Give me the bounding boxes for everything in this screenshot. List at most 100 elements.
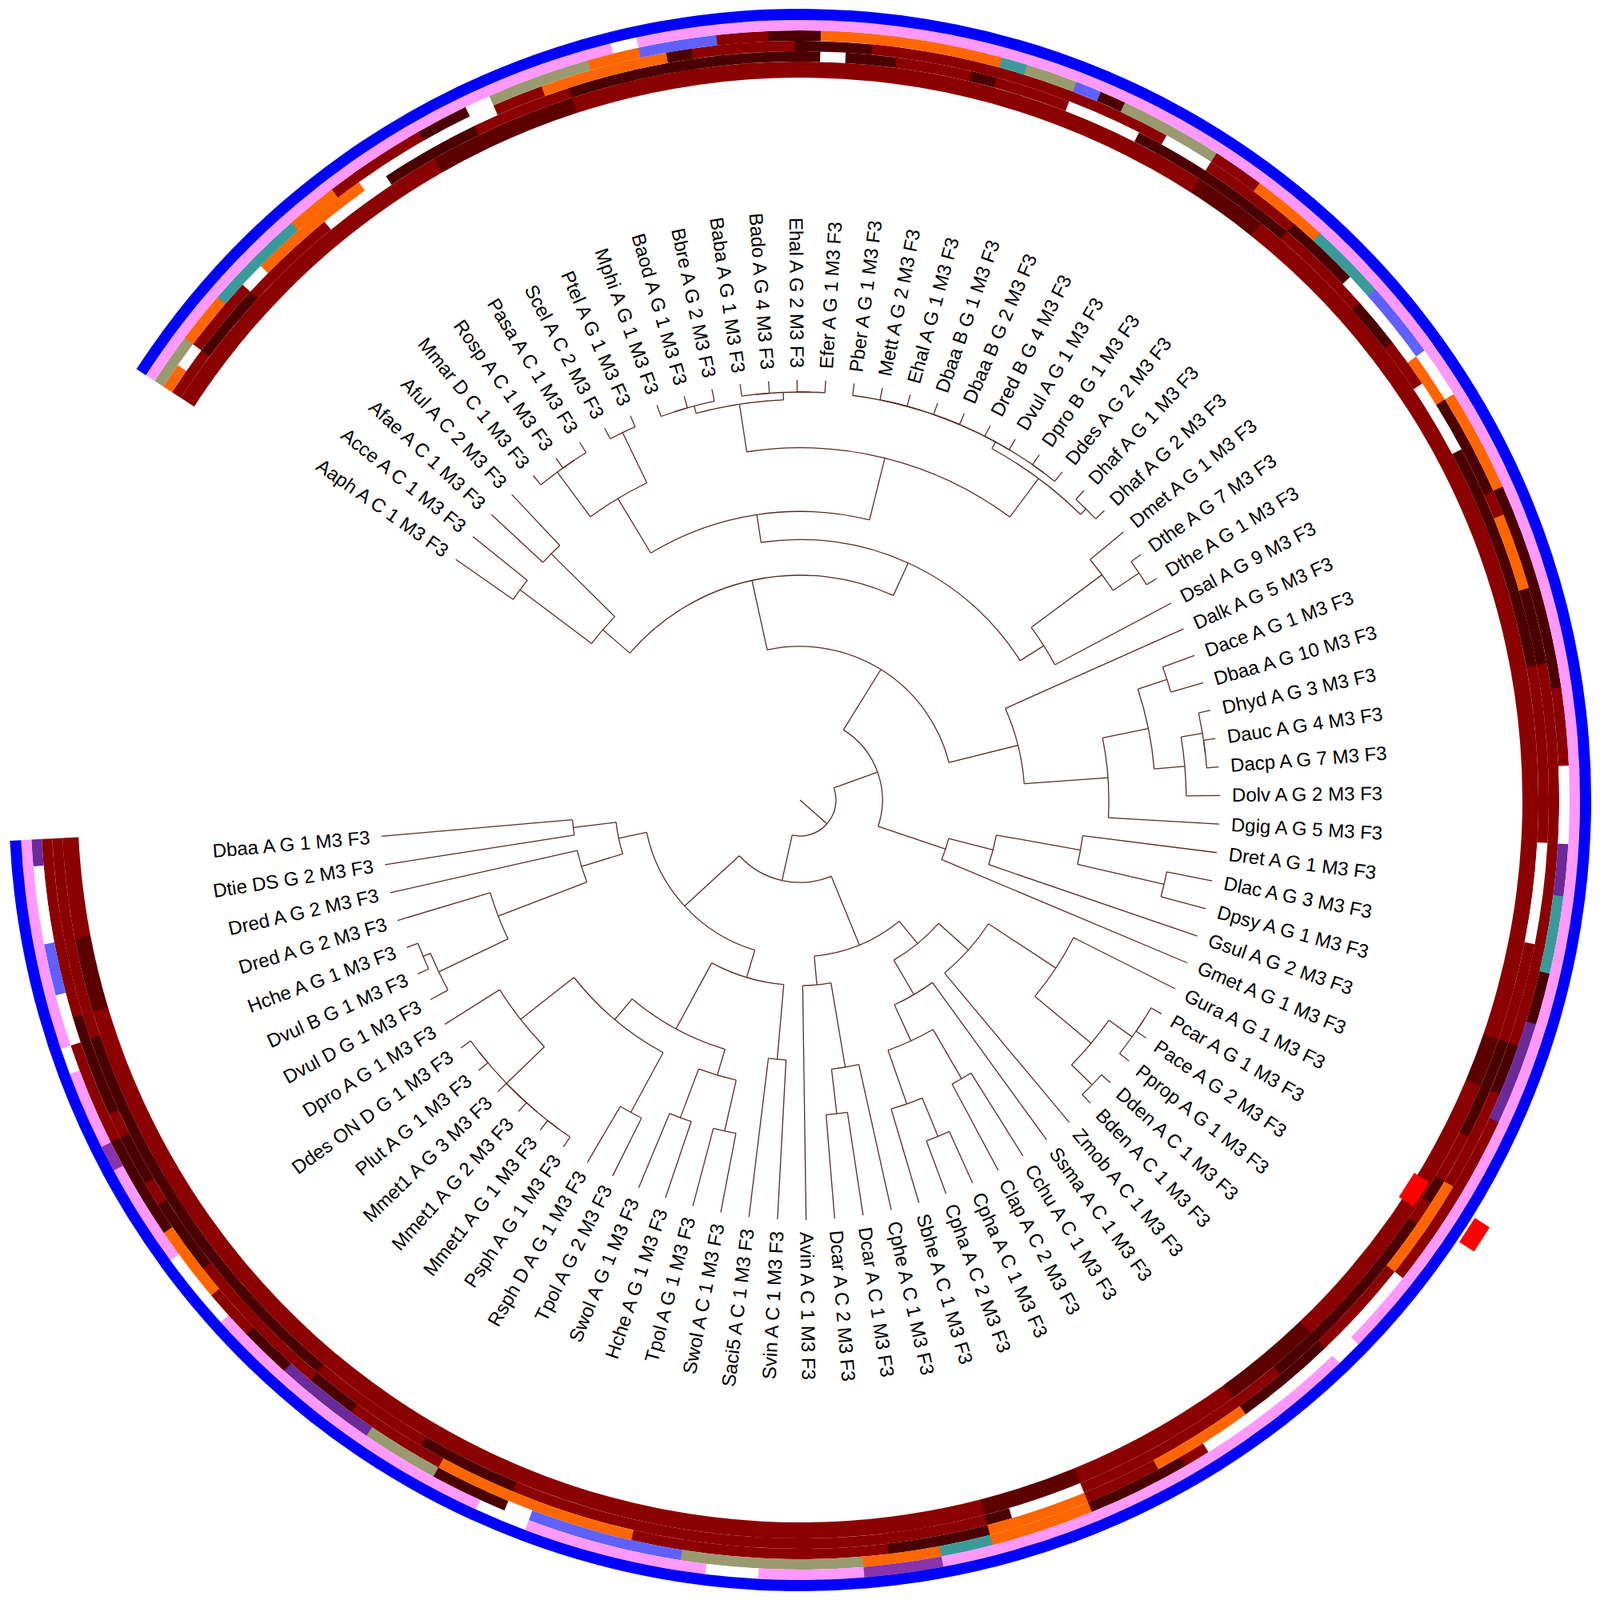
taxon-label: Avin A C 1 M3 F3 xyxy=(796,1232,820,1380)
branch-arc xyxy=(1137,688,1154,769)
branch xyxy=(1112,572,1139,591)
branch xyxy=(826,1114,836,1219)
branch-arc xyxy=(620,1106,642,1118)
branch xyxy=(894,1004,912,1041)
branch xyxy=(938,923,968,950)
branch xyxy=(712,389,715,402)
ring-segment xyxy=(1536,766,1549,844)
ring-segment xyxy=(1476,405,1523,484)
marker xyxy=(1459,1217,1490,1252)
branch-arc xyxy=(894,982,933,1005)
branch xyxy=(1171,682,1204,692)
ring-segment xyxy=(113,1164,180,1260)
branch-arc xyxy=(548,1120,571,1138)
taxon-label: Dcar A C 2 M3 F3 xyxy=(825,1229,860,1383)
ring-segment xyxy=(18,919,46,1001)
ring-segment xyxy=(1575,711,1589,740)
branch xyxy=(959,413,964,425)
branch xyxy=(777,984,784,1060)
branch xyxy=(988,924,1056,968)
branch xyxy=(796,380,798,392)
branch-arc xyxy=(590,482,648,517)
tree-branches xyxy=(381,380,1220,1220)
ring-segment xyxy=(480,47,561,87)
branch-arc xyxy=(512,580,528,600)
branch xyxy=(1146,578,1157,585)
ring-segment xyxy=(634,20,664,37)
branch xyxy=(748,1058,768,1217)
ring-segment xyxy=(9,840,26,896)
branch-arc xyxy=(650,511,869,553)
ring-segment xyxy=(1055,52,1110,83)
branch-arc xyxy=(470,1040,488,1063)
branch xyxy=(680,1068,699,1118)
branch xyxy=(1101,1074,1111,1083)
branch xyxy=(1009,478,1039,517)
branch xyxy=(1090,532,1124,560)
branch xyxy=(638,1113,670,1188)
ring-segment xyxy=(456,76,486,98)
branch-arc xyxy=(941,838,949,860)
ring-segment xyxy=(740,9,769,23)
branch-arc xyxy=(887,401,998,444)
branch-arc xyxy=(1162,667,1171,692)
branch xyxy=(1206,767,1219,768)
branch xyxy=(907,394,911,406)
taxon-label: Dolv A G 2 M3 F3 xyxy=(1232,783,1383,806)
branch xyxy=(1020,645,1044,661)
ring-segment xyxy=(1512,477,1533,508)
branch xyxy=(752,580,768,651)
branch xyxy=(1108,1020,1132,1037)
ring-segment xyxy=(62,836,80,864)
branch xyxy=(926,1140,946,1194)
branch-arc xyxy=(712,963,784,985)
branch-arc xyxy=(888,1029,933,1051)
branch xyxy=(782,835,793,881)
branch xyxy=(802,985,806,1220)
branch xyxy=(694,405,696,413)
branch xyxy=(417,968,429,974)
taxon-label: Bado A G 4 M3 F3 xyxy=(745,212,779,371)
marker xyxy=(1399,1172,1430,1207)
branch-arc xyxy=(767,646,949,763)
branch-arc xyxy=(543,545,560,563)
ring-segment xyxy=(952,24,1060,64)
branch xyxy=(1162,655,1195,668)
branch-arc xyxy=(944,924,989,974)
branch xyxy=(1077,864,1164,884)
ring-segment xyxy=(1427,1220,1468,1272)
ring-segment xyxy=(916,1555,999,1583)
branch-arc xyxy=(574,977,664,1053)
branch-arc xyxy=(802,983,831,986)
ring-segment xyxy=(864,1571,920,1589)
branch xyxy=(573,822,617,828)
ring-segment xyxy=(760,1521,836,1539)
branch-arc xyxy=(1180,736,1186,796)
branch-arc xyxy=(984,436,1009,450)
ring-segment xyxy=(1522,502,1567,608)
branch-arc xyxy=(632,999,725,1050)
branch xyxy=(520,589,592,644)
ring-segment xyxy=(470,1509,525,1541)
ring-segment xyxy=(810,1556,864,1570)
branch xyxy=(944,972,1070,1123)
branch-arc xyxy=(1076,499,1096,519)
ring-segment xyxy=(820,51,847,63)
branch-arc xyxy=(933,414,960,424)
taxon-label: Saci5 A C 1 M3 F3 xyxy=(717,1227,758,1388)
branch xyxy=(520,977,575,1020)
branch xyxy=(497,1083,507,1092)
branch xyxy=(684,856,740,907)
branch xyxy=(438,939,508,972)
ring-segment xyxy=(249,1360,318,1422)
branch xyxy=(833,772,878,788)
branch xyxy=(746,950,755,978)
root-branch xyxy=(800,800,828,824)
branch-arc xyxy=(616,822,623,855)
ring-segment xyxy=(1307,199,1374,264)
ring-segment xyxy=(768,30,822,42)
ring-segment xyxy=(116,1193,171,1268)
branch-arc xyxy=(1131,561,1147,585)
ring-segment xyxy=(177,1280,258,1368)
